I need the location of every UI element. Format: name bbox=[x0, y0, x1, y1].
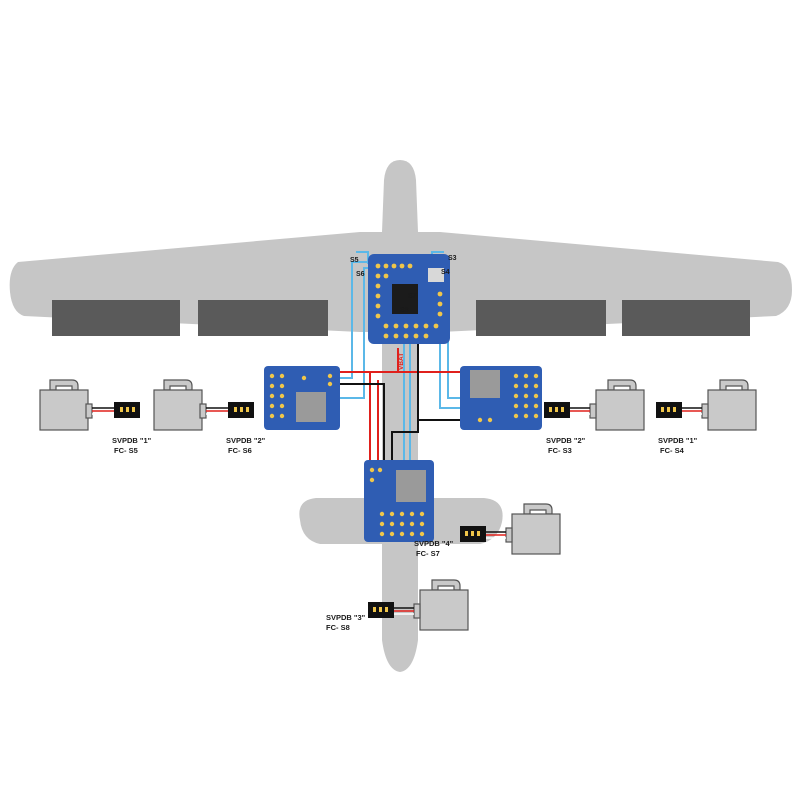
servo-right-outer bbox=[655, 379, 757, 431]
servo-left-inner bbox=[153, 379, 255, 431]
servo-label-line1: SVPDB "3" bbox=[326, 613, 366, 622]
pdb-left bbox=[264, 366, 340, 430]
servo-label-line1: SVPDB "1" bbox=[112, 436, 152, 445]
fc-chip bbox=[392, 284, 418, 314]
servo-label-line2: FC- S5 bbox=[114, 446, 138, 455]
servo-label-right-outer: SVPDB "1" FC- S4 bbox=[658, 436, 698, 455]
flight-controller: S5 S6 S3 S4 S7 S8 VBAT bbox=[350, 254, 457, 370]
pdb-tail bbox=[364, 460, 434, 542]
servo-label-elevator: SVPDB "4" FC- S7 bbox=[414, 539, 454, 558]
servo-label-line1: SVPDB "2" bbox=[226, 436, 266, 445]
signal-wire-s5 bbox=[338, 261, 372, 379]
servo-label-right-inner: SVPDB "2" FC- S3 bbox=[546, 436, 586, 455]
servo-label-line2: FC- S4 bbox=[660, 446, 685, 455]
servo-label-line2: FC- S3 bbox=[548, 446, 572, 455]
aileron-right-inner bbox=[476, 300, 606, 336]
ground-wire-mid bbox=[340, 383, 385, 462]
fc-usb bbox=[428, 268, 444, 282]
fc-pin-s3: S3 bbox=[448, 255, 457, 262]
fc-pin-s5: S5 bbox=[350, 257, 359, 264]
fc-pin-s7: S7 bbox=[408, 293, 417, 300]
fc-pin-s6: S6 bbox=[356, 271, 365, 278]
servo-label-line1: SVPDB "4" bbox=[414, 539, 454, 548]
power-wires bbox=[338, 348, 462, 462]
pdb-tail-regulator bbox=[396, 470, 426, 502]
ground-wire-right bbox=[391, 420, 419, 462]
pdb-left-regulator bbox=[296, 392, 326, 422]
aileron-right-outer bbox=[622, 300, 750, 336]
servo-right-inner bbox=[543, 379, 645, 431]
servo-left-outer bbox=[39, 379, 141, 431]
servo-label-line2: FC- S7 bbox=[416, 549, 440, 558]
vbat-label: VBAT bbox=[398, 353, 405, 370]
fuselage bbox=[382, 160, 418, 672]
servo-label-left-inner: SVPDB "2" FC- S6 bbox=[226, 436, 266, 455]
ailerons bbox=[52, 300, 750, 336]
fc-pads bbox=[375, 263, 443, 339]
servo-label-line1: SVPDB "2" bbox=[546, 436, 586, 445]
aileron-left-outer bbox=[52, 300, 180, 336]
fc-pin-s4: S4 bbox=[441, 269, 450, 276]
servo-label-line1: SVPDB "1" bbox=[658, 436, 698, 445]
ground-wires bbox=[340, 340, 462, 462]
servo-label-left-outer: SVPDB "1" FC- S5 bbox=[112, 436, 152, 455]
aileron-left-inner bbox=[198, 300, 328, 336]
servo-label-line2: FC- S6 bbox=[228, 446, 252, 455]
pdb-right bbox=[460, 366, 542, 430]
servo-label-line2: FC- S8 bbox=[326, 623, 350, 632]
fc-pin-s8: S8 bbox=[400, 307, 409, 314]
pdb-right-regulator bbox=[470, 370, 500, 398]
servo-label-rudder: SVPDB "3" FC- S8 bbox=[326, 613, 366, 632]
